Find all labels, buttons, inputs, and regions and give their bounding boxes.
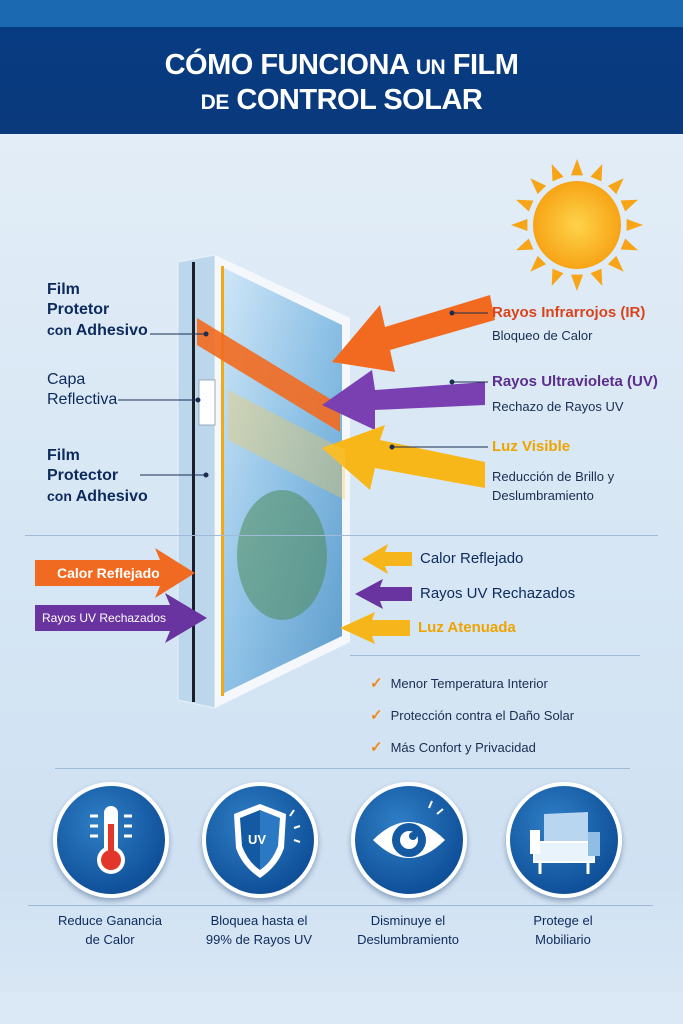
sun-ray xyxy=(516,238,534,251)
visible-band xyxy=(228,390,345,500)
right-arrow-heat-label: Calor Reflejado xyxy=(420,550,524,567)
ir-arrow xyxy=(332,295,495,372)
left-arrow-heat xyxy=(35,548,195,598)
visible-light-arrow xyxy=(322,425,485,490)
right-arrow-heat xyxy=(362,544,412,574)
divider xyxy=(28,905,653,906)
right-arrow-uv-label: Rayos UV Rechazados xyxy=(420,585,576,602)
benefit-item: ✓Protección contra el Daño Solar xyxy=(370,707,575,724)
ray-ir-title: Rayos Infrarrojos (IR) xyxy=(492,304,646,321)
divider xyxy=(55,768,630,769)
sun-ray xyxy=(551,164,564,182)
sun-ray xyxy=(620,199,638,212)
svg-text:UV: UV xyxy=(248,832,266,847)
ray-uv-title: Rayos Ultravioleta (UV) xyxy=(492,373,658,390)
eye-icon xyxy=(351,782,467,898)
ray-visible-desc-2: Deslumbramiento xyxy=(492,488,594,503)
sun-ray xyxy=(590,268,603,286)
check-icon: ✓ xyxy=(370,675,383,692)
left-arrow-uv-label: Rayos UV Rechazados xyxy=(42,611,167,625)
right-arrow-uv xyxy=(355,579,412,609)
title-line-1: CÓMO FUNCIONA UN FILM xyxy=(164,49,519,81)
sun-ray xyxy=(530,178,547,195)
divider xyxy=(350,655,640,656)
ir-band xyxy=(197,318,340,432)
sun-ray xyxy=(607,255,624,272)
sun-ray xyxy=(551,268,564,286)
ray-ir-desc: Bloqueo de Calor xyxy=(492,328,593,343)
check-icon: ✓ xyxy=(370,739,383,756)
title-line-2: DE CONTROL SOLAR xyxy=(200,84,483,116)
bottom-band xyxy=(0,992,683,1024)
thermometer-icon xyxy=(53,782,169,898)
sun-icon xyxy=(511,159,643,291)
sun-ray xyxy=(516,199,534,212)
uv-arrow xyxy=(322,370,485,430)
sun-ray xyxy=(530,255,547,272)
uv-shield-icon: UV xyxy=(202,782,318,898)
benefit-item: ✓Más Confort y Privacidad xyxy=(370,739,536,756)
sun-ray xyxy=(511,219,528,231)
sun-ray xyxy=(620,238,638,251)
left-arrow-uv xyxy=(35,593,207,643)
top-band xyxy=(0,0,683,27)
left-arrow-heat-label: Calor Reflejado xyxy=(57,565,160,581)
benefit-item: ✓Menor Temperatura Interior xyxy=(370,675,548,692)
ray-visible-title: Luz Visible xyxy=(492,438,571,455)
check-icon: ✓ xyxy=(370,707,383,724)
sun-ray xyxy=(571,159,583,176)
ray-uv-desc: Rechazo de Rayos UV xyxy=(492,399,624,414)
sun-ray xyxy=(626,219,643,231)
right-arrow-light-label: Luz Atenuada xyxy=(418,619,516,636)
sun-ray xyxy=(590,164,603,182)
armchair-icon xyxy=(506,782,622,898)
ray-visible-desc-1: Reducción de Brillo y xyxy=(492,469,615,484)
right-arrow-light xyxy=(340,612,410,644)
header: CÓMO FUNCIONA UN FILM DE CONTROL SOLAR xyxy=(0,27,683,134)
sun-ray xyxy=(571,274,583,291)
divider xyxy=(25,535,658,536)
sun-ray xyxy=(607,178,624,195)
